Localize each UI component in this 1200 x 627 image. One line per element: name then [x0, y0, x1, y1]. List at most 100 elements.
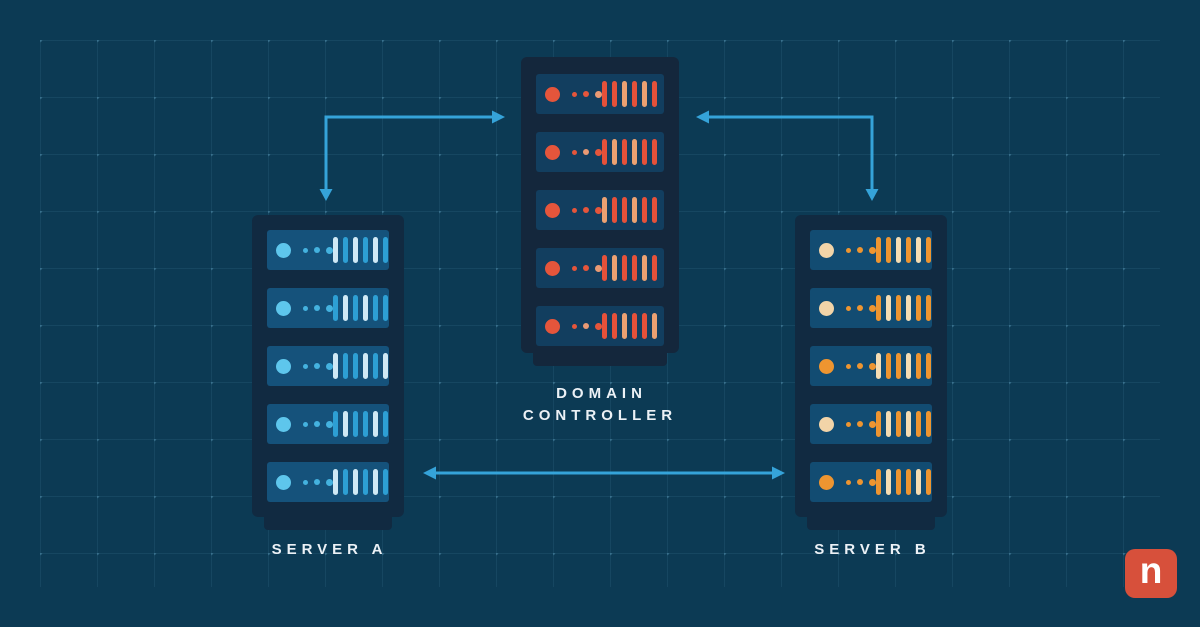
drive-bar-icon — [876, 469, 881, 495]
ninjaone-logo: n — [1125, 549, 1177, 598]
power-led-icon — [819, 416, 834, 432]
drive-bar-icon — [896, 237, 901, 263]
status-dot-icon — [303, 421, 308, 427]
status-dots — [846, 304, 876, 312]
drive-bars — [876, 353, 931, 379]
server-unit — [810, 288, 932, 328]
server-unit — [536, 248, 664, 288]
status-dots — [572, 206, 602, 214]
status-dot-icon — [857, 421, 863, 427]
rack-units — [536, 74, 664, 346]
drive-bars — [602, 197, 657, 223]
power-led-icon — [819, 300, 834, 316]
drive-bars — [876, 295, 931, 321]
status-dot-icon — [857, 305, 863, 311]
status-dot-icon — [595, 90, 602, 98]
status-dots — [846, 246, 876, 254]
status-dot-icon — [314, 421, 320, 427]
drive-bar-icon — [642, 139, 647, 165]
power-led-icon — [276, 358, 291, 374]
drive-bars — [876, 411, 931, 437]
drive-bar-icon — [363, 411, 368, 437]
status-dot-icon — [326, 478, 333, 486]
drive-bars — [876, 469, 931, 495]
drive-bar-icon — [612, 81, 617, 107]
drive-bar-icon — [612, 313, 617, 339]
drive-bar-icon — [926, 411, 931, 437]
drive-bar-icon — [343, 295, 348, 321]
server-unit — [536, 190, 664, 230]
status-dots — [303, 304, 333, 312]
drive-bar-icon — [926, 237, 931, 263]
drive-bar-icon — [602, 197, 607, 223]
status-dot-icon — [857, 363, 863, 369]
drive-bar-icon — [353, 353, 358, 379]
drive-bars — [602, 81, 657, 107]
drive-bars — [876, 237, 931, 263]
drive-bar-icon — [333, 295, 338, 321]
drive-bar-icon — [353, 469, 358, 495]
status-dot-icon — [572, 91, 577, 97]
drive-bar-icon — [876, 411, 881, 437]
arrow-line — [709, 115, 874, 190]
drive-bar-icon — [333, 353, 338, 379]
status-dot-icon — [314, 247, 320, 253]
server-rack-base — [533, 353, 667, 366]
status-dot-icon — [846, 305, 851, 311]
drive-bar-icon — [906, 469, 911, 495]
drive-bar-icon — [333, 411, 338, 437]
drive-bar-icon — [886, 353, 891, 379]
power-led-icon — [276, 416, 291, 432]
status-dot-icon — [869, 478, 876, 486]
drive-bar-icon — [652, 197, 657, 223]
status-dot-icon — [326, 246, 333, 254]
arrowhead-left-icon — [423, 466, 436, 480]
drive-bars — [333, 237, 388, 263]
drive-bar-icon — [602, 313, 607, 339]
drive-bar-icon — [906, 295, 911, 321]
arrow-dc-server-b — [696, 110, 879, 201]
drive-bars — [333, 469, 388, 495]
drive-bar-icon — [652, 81, 657, 107]
node-label-server-a: SERVER A — [271, 541, 388, 558]
drive-bar-icon — [632, 255, 637, 281]
drive-bars — [602, 139, 657, 165]
drive-bar-icon — [612, 197, 617, 223]
status-dot-icon — [846, 479, 851, 485]
server-rack-frame — [252, 215, 404, 517]
status-dot-icon — [869, 420, 876, 428]
arrowhead-down-icon — [319, 189, 333, 201]
drive-bars — [333, 353, 388, 379]
node-label-domain-controller: DOMAIN CONTROLLER — [522, 385, 678, 424]
power-led-icon — [276, 300, 291, 316]
drive-bar-icon — [926, 295, 931, 321]
status-dot-icon — [595, 148, 602, 156]
server-unit — [810, 404, 932, 444]
status-dot-icon — [326, 304, 333, 312]
drive-bar-icon — [622, 255, 627, 281]
drive-bar-icon — [926, 469, 931, 495]
status-dot-icon — [583, 207, 589, 213]
status-dot-icon — [572, 323, 577, 329]
drive-bar-icon — [642, 313, 647, 339]
drive-bar-icon — [652, 255, 657, 281]
server-unit — [536, 306, 664, 346]
server-unit — [536, 132, 664, 172]
server-unit — [810, 230, 932, 270]
drive-bar-icon — [373, 237, 378, 263]
drive-bar-icon — [622, 313, 627, 339]
power-led-icon — [545, 86, 560, 102]
status-dot-icon — [583, 91, 589, 97]
drive-bar-icon — [632, 313, 637, 339]
drive-bar-icon — [642, 197, 647, 223]
status-dot-icon — [857, 247, 863, 253]
drive-bar-icon — [353, 295, 358, 321]
drive-bar-icon — [652, 139, 657, 165]
status-dots — [303, 420, 333, 428]
drive-bars — [333, 411, 388, 437]
logo-letter: n — [1139, 550, 1163, 591]
drive-bar-icon — [886, 237, 891, 263]
arrowhead-down-icon — [865, 189, 879, 201]
drive-bar-icon — [896, 411, 901, 437]
node-server-b: SERVER B — [795, 215, 947, 561]
